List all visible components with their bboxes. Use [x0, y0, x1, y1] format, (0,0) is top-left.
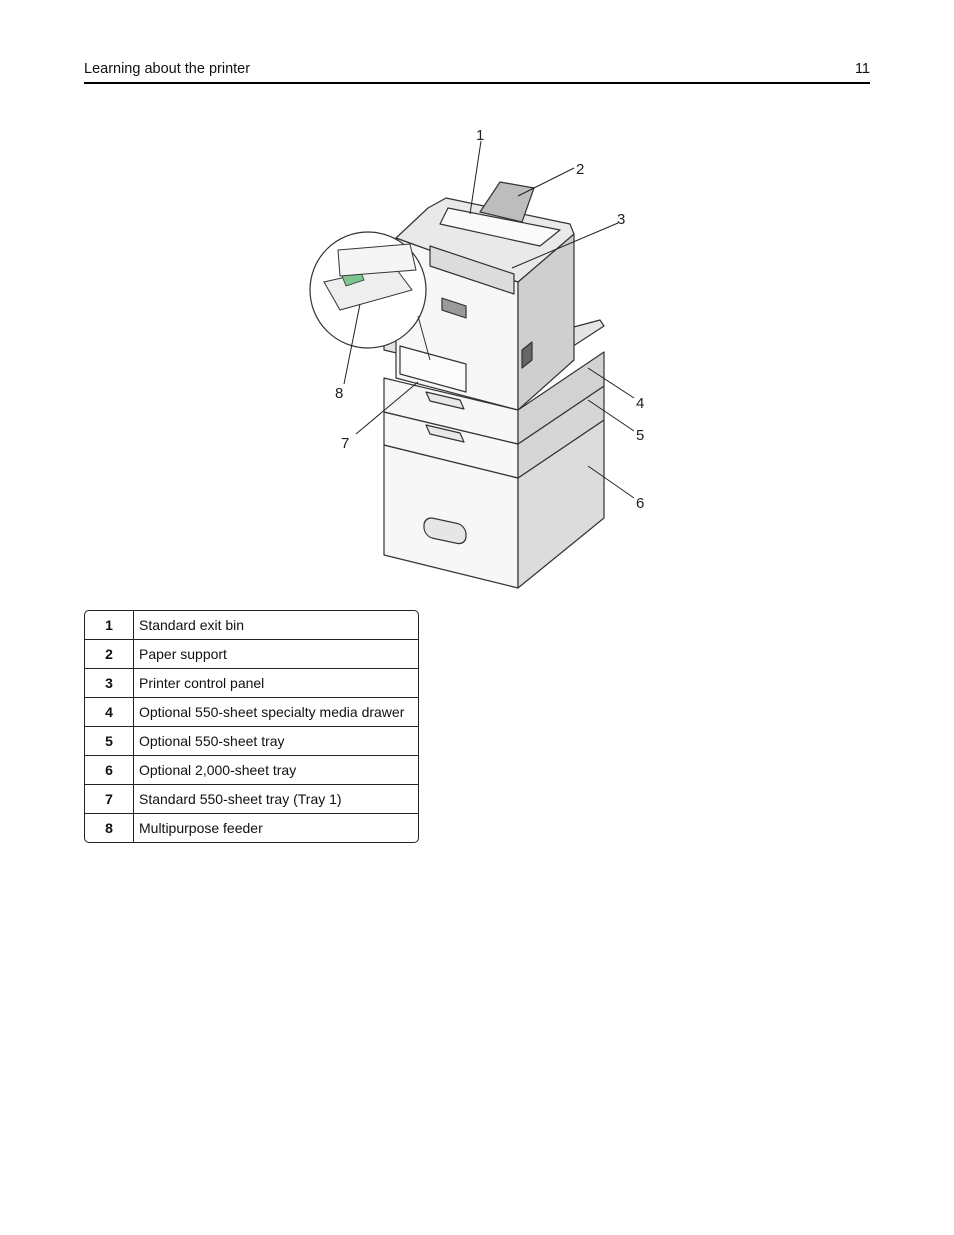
- row-number: 5: [85, 727, 134, 756]
- tray-1-panel: [399, 345, 467, 393]
- callout-6: 6: [636, 495, 644, 512]
- control-panel: [429, 245, 515, 295]
- row-number: 3: [85, 669, 134, 698]
- drawer-handle: [425, 391, 465, 410]
- exit-bin: [439, 207, 561, 247]
- row-number: 2: [85, 640, 134, 669]
- callout-1: 1: [476, 127, 484, 144]
- callout-3: 3: [617, 211, 625, 228]
- multipurpose-feeder-inset: [309, 231, 431, 361]
- table-row: 8 Multipurpose feeder: [85, 814, 418, 842]
- page-header: Learning about the printer 11: [84, 60, 870, 84]
- printer-illustration: 1 2 3 4 5 6 7 8: [309, 127, 644, 589]
- row-description: Paper support: [134, 640, 418, 669]
- row-description: Optional 2,000-sheet tray: [134, 756, 418, 785]
- row-description: Standard 550-sheet tray (Tray 1): [134, 785, 418, 814]
- row-description: Standard exit bin: [134, 611, 418, 640]
- callout-4: 4: [636, 395, 644, 412]
- side-vent: [521, 341, 533, 369]
- callout-7: 7: [341, 435, 349, 452]
- drawer-side: [517, 351, 605, 445]
- callout-5: 5: [636, 427, 644, 444]
- row-description: Optional 550-sheet tray: [134, 727, 418, 756]
- row-description: Printer control panel: [134, 669, 418, 698]
- page-number: 11: [854, 61, 870, 77]
- display-screen: [441, 297, 467, 319]
- tray-550-handle: [425, 424, 465, 443]
- tray-2000-handle: [423, 517, 467, 545]
- section-title: Learning about the printer: [84, 61, 251, 77]
- row-number: 4: [85, 698, 134, 727]
- row-description: Optional 550-sheet specialty media drawe…: [134, 698, 418, 727]
- row-number: 7: [85, 785, 134, 814]
- callout-2: 2: [576, 161, 584, 178]
- callout-8: 8: [335, 385, 343, 402]
- row-number: 1: [85, 611, 134, 640]
- row-number: 8: [85, 814, 134, 842]
- row-number: 6: [85, 756, 134, 785]
- row-description: Multipurpose feeder: [139, 820, 263, 836]
